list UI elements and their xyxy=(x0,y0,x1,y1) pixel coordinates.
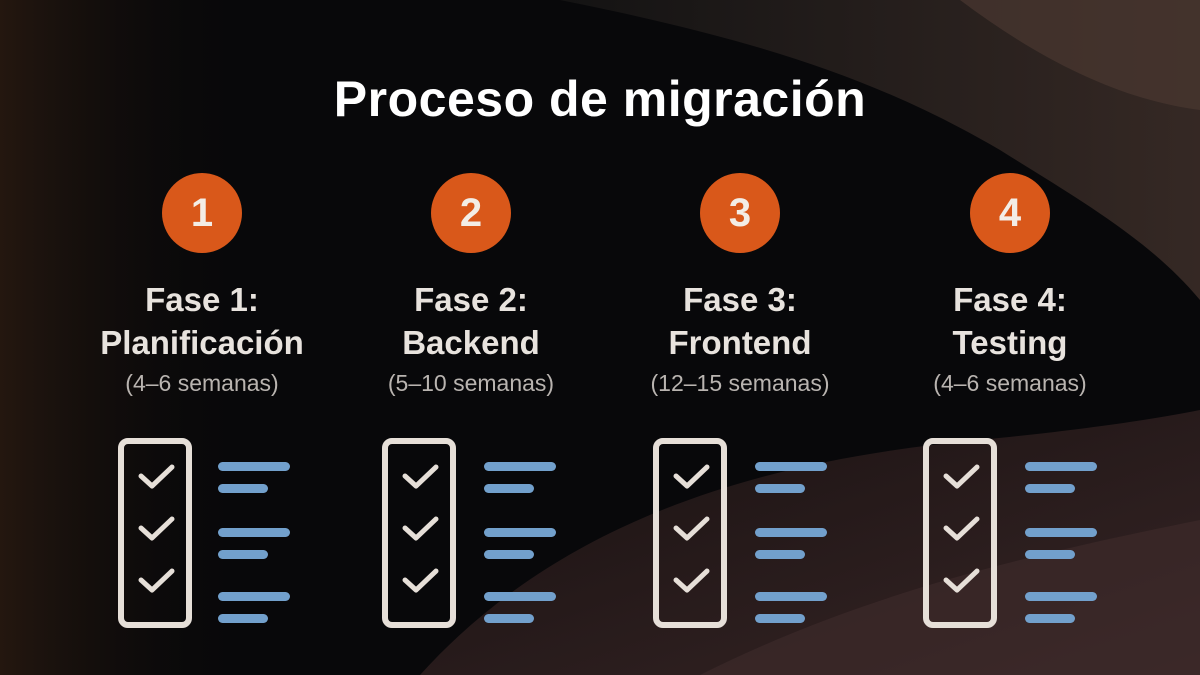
phase-subtitle: Frontend xyxy=(668,324,812,361)
checklist-icon xyxy=(382,438,562,638)
phase-name: Fase 3: xyxy=(683,281,797,318)
checklist-icon xyxy=(653,438,833,638)
phase-subtitle: Backend xyxy=(402,324,540,361)
phase-number-badge: 3 xyxy=(700,173,780,253)
phase-name: Fase 4: xyxy=(953,281,1067,318)
phase-number-badge: 2 xyxy=(431,173,511,253)
phase-title: Fase 4: Testing xyxy=(880,278,1140,364)
phase-subtitle: Planificación xyxy=(100,324,304,361)
phase-name: Fase 1: xyxy=(145,281,259,318)
phase-number-badge: 4 xyxy=(970,173,1050,253)
phase-title: Fase 1: Planificación xyxy=(72,278,332,364)
phase-title: Fase 3: Frontend xyxy=(610,278,870,364)
checklist-icon xyxy=(118,438,298,638)
phase-duration: (4–6 semanas) xyxy=(933,370,1087,396)
phase-subtitle: Testing xyxy=(952,324,1068,361)
phase-name: Fase 2: xyxy=(414,281,528,318)
phase-duration: (4–6 semanas) xyxy=(125,370,279,396)
phase-duration: (5–10 semanas) xyxy=(387,370,555,396)
phase-title: Fase 2: Backend xyxy=(341,278,601,364)
phase-number-badge: 1 xyxy=(162,173,242,253)
checklist-icon xyxy=(923,438,1103,638)
phase-duration: (12–15 semanas) xyxy=(650,370,830,396)
page-title: Proceso de migración xyxy=(333,71,867,127)
